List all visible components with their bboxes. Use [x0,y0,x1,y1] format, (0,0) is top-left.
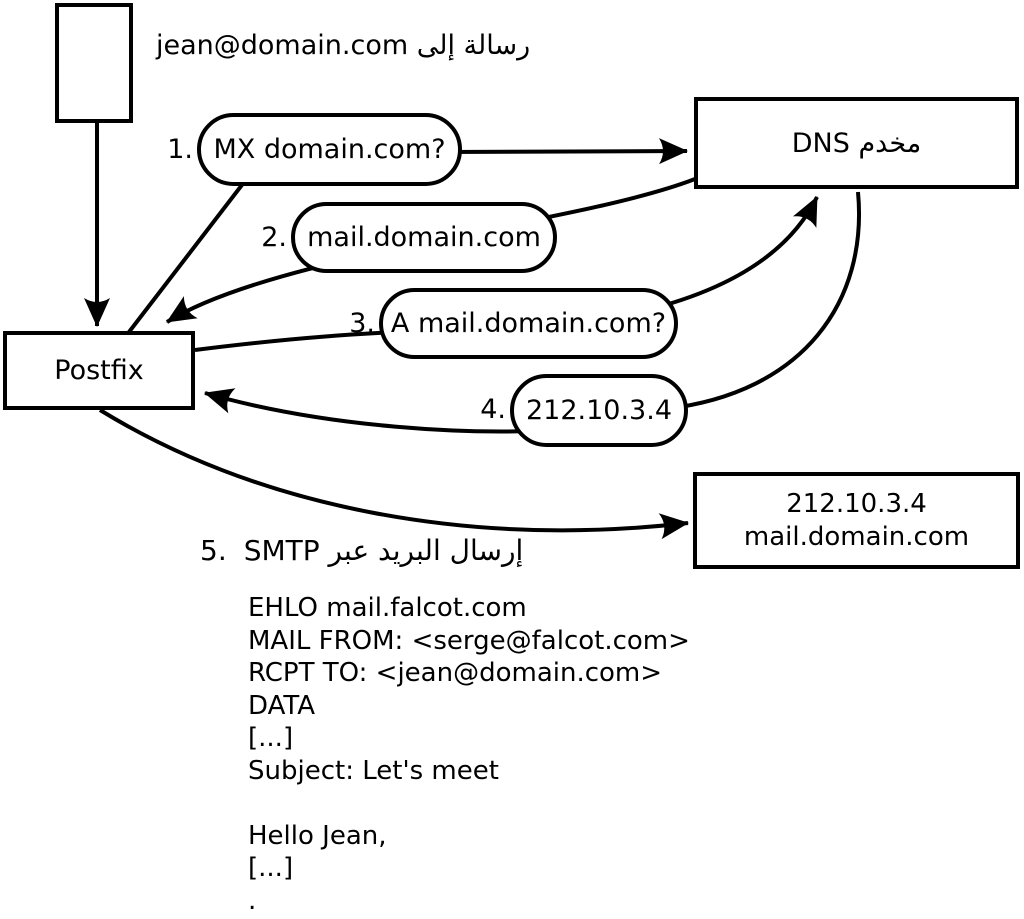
pill-mx-answer: mail.domain.com [291,202,557,273]
arrow-postfix-to-mailserver [98,408,689,540]
pill-a-answer: 212.10.3.4 [510,374,688,447]
pill-a-answer-label: 212.10.3.4 [526,395,672,426]
step-5-label: إرسال البريد عبر SMTP [243,534,524,567]
line-postfix-to-mx-query [127,162,260,334]
step-number-4: 4. [480,394,506,425]
step-number-3: 3. [349,308,375,339]
smtp-line: RCPT TO: <jean@domain.com> [248,658,663,688]
mail-server-hostname: mail.domain.com [743,521,970,552]
message-label: رسالة إلى jean@domain.com [156,30,531,61]
postfix-label: Postfix [54,355,144,386]
smtp-line: DATA [248,690,315,721]
smtp-session-transcript: EHLO mail.falcot.com MAIL FROM: <serge@f… [248,592,690,917]
line-dns-a-answer [664,191,861,411]
step-number-2: 2. [261,222,287,253]
smtp-line: [...] [248,723,294,753]
smtp-line: [...] [248,853,294,883]
mail-server-box: 212.10.3.4 mail.domain.com [693,472,1020,569]
step-number-5: 5. [200,534,227,567]
smtp-line [248,787,690,820]
dns-server-label: مخدم DNS [791,127,922,159]
step-5-caption: 5. إرسال البريد عبر SMTP [200,534,523,567]
pill-mx-answer-label: mail.domain.com [307,222,541,253]
smtp-line: EHLO mail.falcot.com [248,593,527,623]
pill-mx-query: MX domain.com? [197,113,462,186]
postfix-box: Postfix [3,331,195,410]
pill-a-query: A mail.domain.com? [379,288,678,359]
smtp-line: MAIL FROM: <serge@falcot.com> [248,625,690,656]
pill-mx-query-label: MX domain.com? [213,134,446,165]
dns-server-box: مخدم DNS [694,97,1019,189]
message-envelope-box [55,3,133,123]
mail-server-ip: 212.10.3.4 [786,488,927,519]
smtp-line: Subject: Let's meet [248,755,499,786]
smtp-line: . [248,885,257,916]
step-number-1: 1. [167,134,193,165]
pill-a-query-label: A mail.domain.com? [390,308,667,339]
smtp-line: Hello Jean, [248,820,387,851]
arrow-mx-query-to-dns [444,138,688,165]
